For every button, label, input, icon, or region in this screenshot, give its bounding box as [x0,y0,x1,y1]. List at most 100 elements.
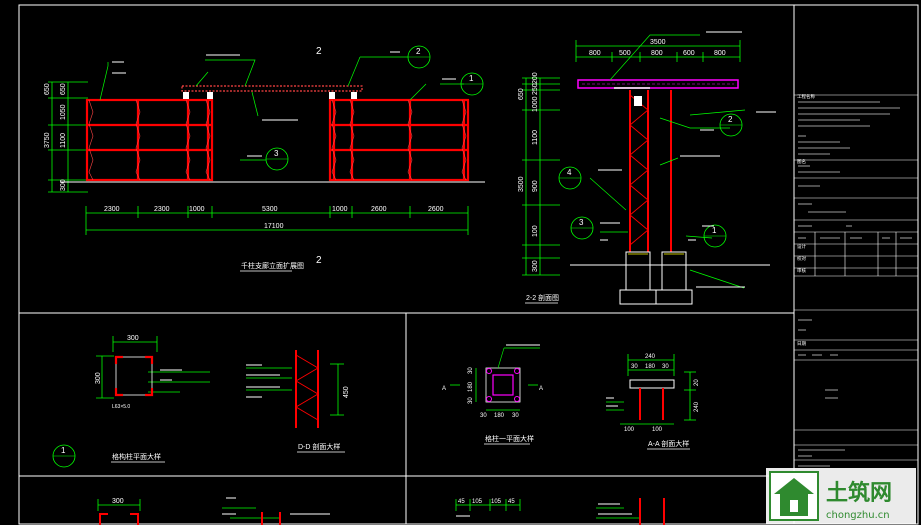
elevation-height-labels: 650 650 1050 1100 3750 300 [44,83,67,191]
elevation-title: 千柱支廊立面扩展图 [241,261,304,270]
dim-b-2300b: 2300 [154,206,170,213]
section-title: 2-2 剖面图 [526,293,559,302]
detail-dd-title: D-D 剖面大样 [298,442,340,451]
svg-text:100: 100 [652,427,663,433]
section-2-2-view: 3500 800 500 800 600 800 200 250 650 100… [518,31,776,305]
elevation-note-strokes [112,51,456,157]
dim-b-2300a: 2300 [104,206,120,213]
detail-dd-section: 450 D-D 剖面大样 [246,350,350,453]
svg-text:30: 30 [468,397,474,404]
svg-text:4: 4 [567,168,572,177]
title-block [794,94,918,461]
dim-b-2600a: 2600 [371,206,387,213]
svg-text:30: 30 [512,413,519,419]
detail1-title: 格构柱平面大样 [112,452,161,461]
section-height-labels: 200 250 650 1000 1100 900 3500 100 300 [518,72,539,272]
dim-s-500: 500 [619,50,631,57]
section-column [629,90,672,252]
svg-text:300: 300 [112,498,124,505]
dim-b-5300: 5300 [262,206,278,213]
svg-text:3: 3 [579,218,584,227]
dim-s-800c: 800 [714,50,726,57]
watermark-url: chongzhu.cn [826,510,890,521]
svg-text:20: 20 [694,379,700,386]
svg-text:1: 1 [712,226,717,235]
svg-text:1100: 1100 [532,130,539,145]
svg-text:30: 30 [468,367,474,374]
svg-text:45: 45 [508,499,515,505]
svg-text:300: 300 [95,372,102,384]
svg-text:240: 240 [645,354,656,360]
svg-text:180: 180 [645,364,656,370]
svg-text:200: 200 [532,72,539,84]
dim-s-800b: 800 [651,50,663,57]
svg-text:30: 30 [631,364,638,370]
house-roof-icon [774,478,814,494]
title-block-label-design: 设计 [797,243,806,250]
svg-text:L63×5.0: L63×5.0 [112,404,130,410]
bottom-details: 300 45 105 105 45 [97,497,665,525]
svg-text:250: 250 [532,83,539,95]
elevation-frames [85,98,470,182]
section-dim-lines [522,40,741,276]
elevation-dimension-lines [48,81,469,235]
section-top-labels: 3500 800 500 800 600 800 [589,39,726,57]
svg-text:240: 240 [694,401,700,412]
dim-h-1050: 1050 [60,104,67,120]
svg-text:45: 45 [458,499,465,505]
svg-text:1: 1 [61,446,66,455]
svg-text:180: 180 [494,413,505,419]
dim-h-300: 300 [60,179,67,191]
svg-text:180: 180 [468,381,474,392]
title-block-text-lines [798,101,912,467]
svg-text:105: 105 [472,499,483,505]
section-footings [619,251,693,305]
roof-plate [577,79,739,89]
svg-text:300: 300 [127,335,139,342]
callout-label-1: 1 [469,74,474,83]
dim-b-1000a: 1000 [189,206,205,213]
dim-h-1100: 1100 [60,133,67,148]
svg-text:A: A [539,386,543,392]
title-block-label-check: 校对 [797,255,806,262]
title-block-label-drawing: 图名 [797,158,806,165]
column-capitals [183,92,357,99]
elevation-bottom-labels: 2300 2300 1000 5300 1000 2600 2600 17100 [104,206,444,230]
drawing-frame [18,4,919,525]
detail-column-plan: 300 300 L63×5.0 格构柱平面大样 1 [52,335,210,468]
svg-text:100: 100 [532,225,539,237]
svg-text:3500: 3500 [518,176,525,192]
section-mark-bottom: 2 [316,255,322,266]
watermark-logo: 土筑网 chongzhu.cn [766,468,916,524]
title-block-label-review: 审核 [797,267,806,274]
svg-text:650: 650 [518,88,525,100]
pergola-beam [181,85,363,92]
dim-s-800a: 800 [589,50,601,57]
svg-text:105: 105 [491,499,502,505]
elevation-view: 2 1 3 2 2 千柱支廊立面扩展图 650 650 1050 1100 37… [44,45,485,272]
svg-text:1000: 1000 [532,96,539,112]
dim-s-600: 600 [683,50,695,57]
elevation-leaders [99,56,464,161]
dim-b-2600b: 2600 [428,206,444,213]
detail-aa-section: 240 30 180 30 20 240 100 100 A-A 剖面大样 [606,354,700,450]
callout-label-2: 2 [416,47,421,56]
detail-base-plan: A A 30 180 30 30 180 30 格柱一平面大样 [442,344,543,445]
svg-text:450: 450 [343,386,350,398]
section-leaders [589,34,746,289]
dim-total: 17100 [264,223,284,230]
dim-h-3750: 3750 [44,132,51,148]
section-note-strokes [598,31,776,288]
callout-label-3: 3 [274,149,279,158]
svg-text:100: 100 [624,427,635,433]
svg-text:900: 900 [532,180,539,192]
dim-s-total: 3500 [650,39,666,46]
detail-plan-title: 格柱一平面大样 [485,434,534,443]
title-block-label-project: 工程名称 [797,93,815,100]
dim-h-650b: 650 [60,83,67,95]
title-block-label-date: 日期 [797,341,806,347]
svg-text:A: A [442,386,446,392]
detail-aa-title: A-A 剖面大样 [648,439,689,448]
dim-b-1000b: 1000 [332,206,348,213]
